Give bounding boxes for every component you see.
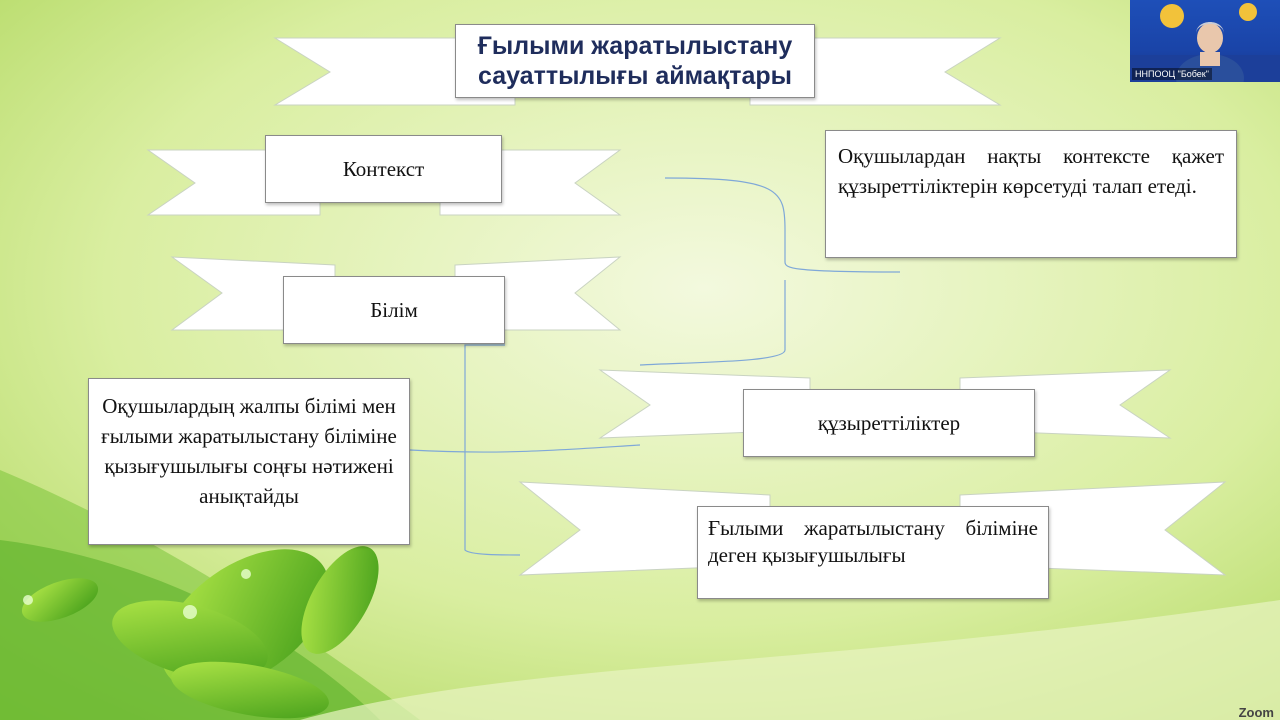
slide-title: Ғылыми жаратылыстану сауаттылығы аймақта… <box>455 24 815 98</box>
node-knowledge-label: Білім <box>370 297 418 322</box>
node-context: Контекст <box>265 135 502 203</box>
node-interest-label: Ғылыми жаратылыстану біліміне деген қызы… <box>708 516 1038 567</box>
node-interest: Ғылыми жаратылыстану біліміне деген қызы… <box>697 506 1049 599</box>
slide-title-text: Ғылыми жаратылыстану сауаттылығы аймақта… <box>477 32 793 90</box>
interest-description-text: Оқушылардың жалпы білімі мен ғылыми жара… <box>101 394 397 508</box>
participant-avatar <box>1130 3 1280 82</box>
node-knowledge: Білім <box>283 276 505 344</box>
connectors <box>409 177 901 556</box>
participant-name: ННПООЦ "Бобек" <box>1132 68 1212 80</box>
node-competencies: құзыреттіліктер <box>743 389 1035 457</box>
zoom-watermark: Zoom <box>1238 705 1274 720</box>
context-description-text: Оқушылардан нақты контексте қажет құзыре… <box>838 144 1224 198</box>
leaves-decoration <box>21 546 379 719</box>
context-description-box: Оқушылардан нақты контексте қажет құзыре… <box>825 130 1237 258</box>
participant-video[interactable]: ННПООЦ "Бобек" <box>1130 0 1280 82</box>
node-context-label: Контекст <box>342 156 425 181</box>
node-competencies-label: құзыреттіліктер <box>817 410 961 435</box>
interest-description-box: Оқушылардың жалпы білімі мен ғылыми жара… <box>88 378 410 545</box>
